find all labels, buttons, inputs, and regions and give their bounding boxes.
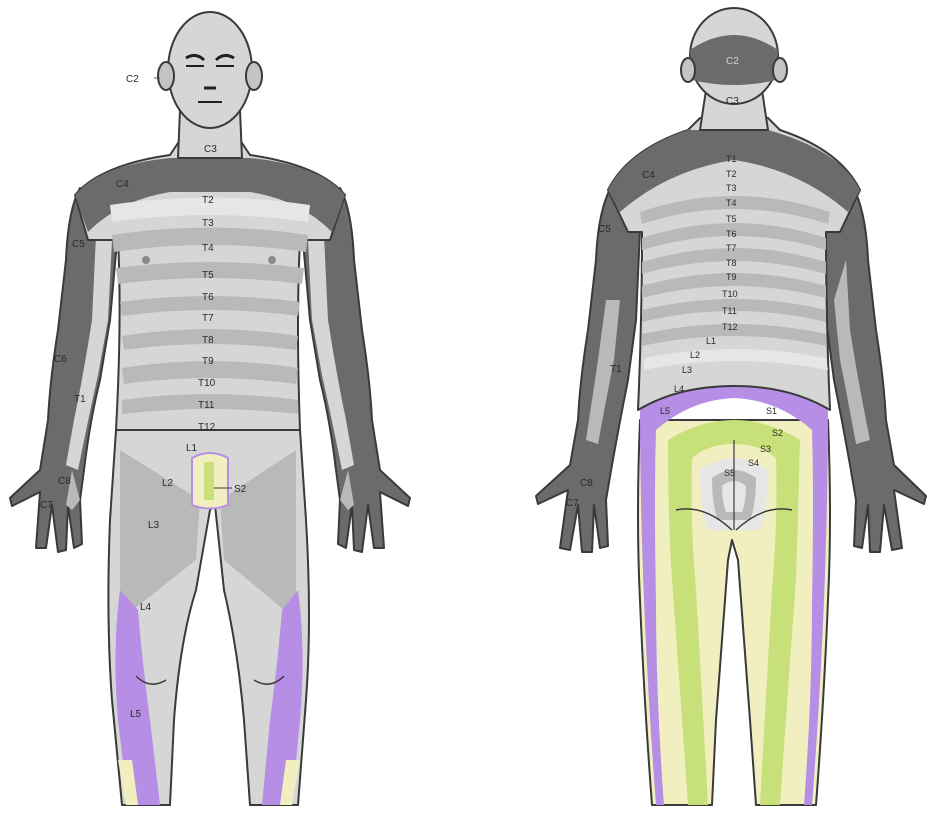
front-label-t4: T4 [202, 243, 214, 254]
front-label-l2: L2 [162, 478, 174, 489]
back-label-t4: T4 [726, 198, 737, 208]
back-label-t7: T7 [726, 243, 737, 253]
front-label-t11: T11 [198, 400, 215, 411]
front-label-t5: T5 [202, 270, 214, 281]
front-right-arm [302, 188, 410, 552]
back-label-t1-arm: T1 [610, 364, 622, 375]
back-label-t5: T5 [726, 214, 737, 224]
front-view: C2 C3 C4 C5 C6 T1 C8 C7 T2 T3 T4 T5 T6 T… [10, 12, 410, 805]
front-label-c6: C6 [54, 354, 67, 365]
back-label-t6: T6 [726, 229, 737, 239]
back-label-t8: T8 [726, 258, 737, 268]
back-right-arm [822, 185, 926, 552]
back-left-arm [536, 185, 640, 552]
front-label-c4: C4 [116, 179, 129, 190]
front-label-l1: L1 [186, 443, 198, 454]
front-label-l5: L5 [130, 709, 142, 720]
back-label-c3: C3 [726, 96, 739, 107]
front-label-t10: T10 [198, 378, 216, 389]
back-label-c4: C4 [642, 170, 655, 181]
front-label-l4: L4 [140, 602, 152, 613]
back-label-s4: S4 [748, 458, 759, 468]
back-label-c8: C8 [580, 478, 593, 489]
front-label-t2: T2 [202, 195, 214, 206]
back-label-l3: L3 [682, 365, 692, 375]
front-label-t6: T6 [202, 292, 214, 303]
front-label-l3: L3 [148, 520, 160, 531]
back-label-t2: T2 [726, 169, 737, 179]
back-view: C2 C3 C4 C5 T1 C8 C7 T1 T2 T3 T4 T5 T6 T… [536, 8, 926, 805]
front-label-c3: C3 [204, 144, 217, 155]
back-label-t1: T1 [726, 154, 737, 164]
back-label-t9: T9 [726, 272, 737, 282]
back-legs [638, 384, 830, 805]
front-label-s2: S2 [234, 484, 247, 495]
back-label-s2: S2 [772, 428, 783, 438]
front-label-t8: T8 [202, 335, 214, 346]
back-label-s1: S1 [766, 406, 777, 416]
back-head [681, 8, 787, 130]
front-label-c8: C8 [58, 476, 71, 487]
back-label-c5: C5 [598, 224, 611, 235]
back-label-c7: C7 [566, 498, 579, 509]
front-label-t9: T9 [202, 356, 214, 367]
back-label-t10: T10 [722, 289, 738, 299]
front-label-t1: T1 [74, 394, 86, 405]
back-label-t12: T12 [722, 322, 738, 332]
back-label-s3: S3 [760, 444, 771, 454]
back-label-l5: L5 [660, 406, 670, 416]
back-label-c2: C2 [726, 56, 739, 67]
front-label-c5: C5 [72, 239, 85, 250]
back-label-s5: S5 [724, 468, 735, 478]
front-label-t7: T7 [202, 313, 214, 324]
front-label-c2: C2 [126, 74, 139, 85]
back-label-l2: L2 [690, 350, 700, 360]
back-label-t11: T11 [722, 306, 737, 316]
front-left-arm [10, 188, 118, 552]
front-head [154, 12, 262, 158]
back-label-l4: L4 [674, 384, 684, 394]
back-label-l1: L1 [706, 336, 716, 346]
front-label-t12: T12 [198, 422, 216, 433]
front-label-c7: C7 [40, 500, 53, 511]
front-label-t3: T3 [202, 218, 214, 229]
back-label-t3: T3 [726, 183, 737, 193]
